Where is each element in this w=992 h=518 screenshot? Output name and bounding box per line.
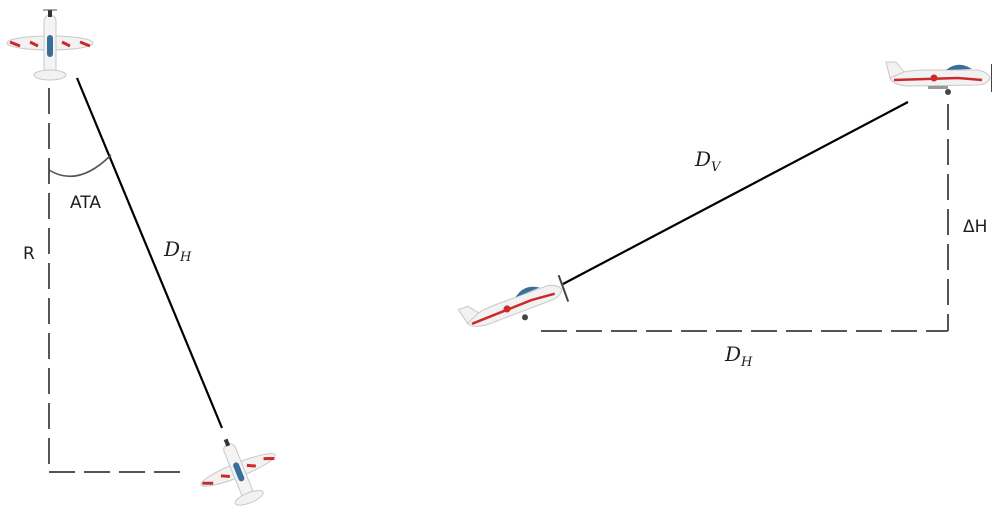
lower-aircraft-icon xyxy=(457,274,570,327)
left-distance-symbol: D xyxy=(163,237,180,261)
right-distance-symbol: D xyxy=(724,342,741,366)
left-distance-label: DH xyxy=(163,237,192,265)
ata-angle-arc xyxy=(48,154,112,178)
ata-label: ATA xyxy=(70,193,101,213)
range-label: R xyxy=(23,244,35,264)
altitude-difference-label: ΔH xyxy=(963,217,987,237)
slant-distance-label: DV xyxy=(694,147,722,175)
horizontal-distance-line xyxy=(75,77,224,429)
right-distance-subscript: H xyxy=(740,355,753,370)
slant-distance-subscript: V xyxy=(711,160,722,175)
left-distance-subscript: H xyxy=(179,250,192,265)
side-view-diagram: DV ΔH DH xyxy=(457,61,992,370)
top-view-diagram: ATA R DH xyxy=(6,9,276,506)
right-distance-label: DH xyxy=(724,342,753,370)
lead-aircraft-icon xyxy=(6,9,94,81)
slant-distance-symbol: D xyxy=(694,147,711,171)
upper-aircraft-icon xyxy=(885,61,992,95)
target-aircraft-icon xyxy=(200,438,276,506)
slant-distance-line xyxy=(562,101,909,285)
